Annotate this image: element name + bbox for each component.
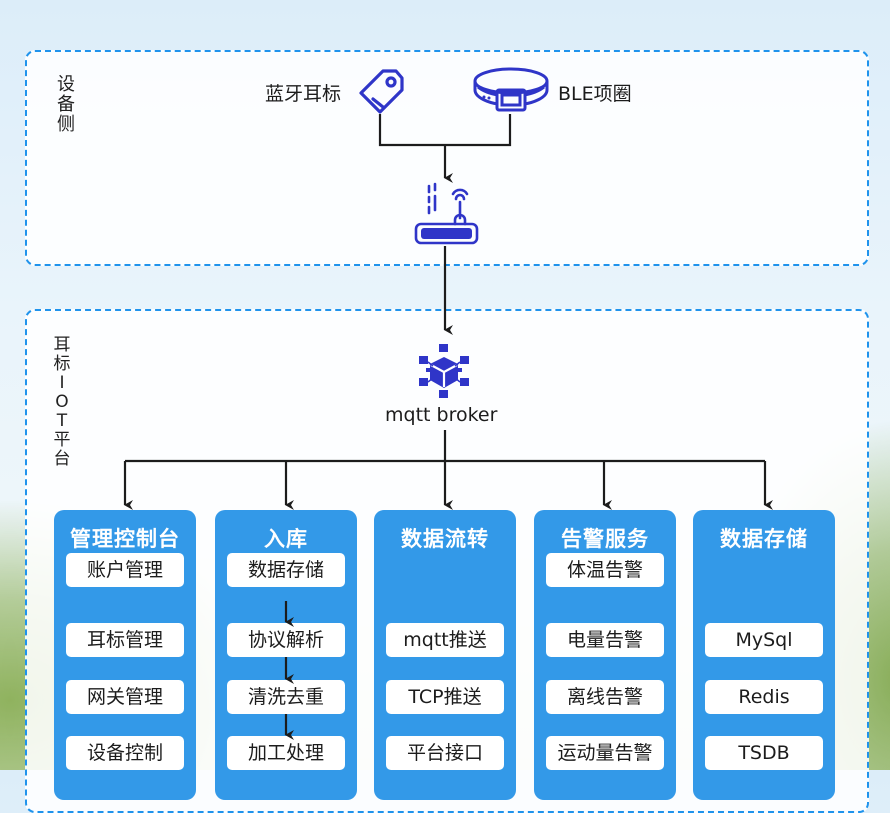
tag-icon: [359, 69, 404, 114]
label-char: T: [56, 411, 68, 431]
column-management-console: 管理控制台 耳标管理 网关管理 设备控制 账户管理: [54, 510, 196, 800]
device-side-label: 设 备 侧: [56, 75, 76, 135]
mqtt-broker-label: mqtt broker: [385, 404, 498, 426]
column-title: 管理控制台: [70, 527, 180, 551]
connector-lines: [123, 114, 773, 739]
label-char: 台: [53, 449, 71, 469]
service-item: 清洗去重: [227, 680, 345, 714]
service-item: mqtt推送: [386, 623, 504, 657]
label-char: 侧: [57, 114, 75, 135]
service-item: TSDB: [705, 736, 823, 770]
label-char: 标: [53, 354, 71, 374]
service-item: 运动量告警: [546, 736, 664, 770]
label-char: O: [55, 392, 69, 412]
label-char: 设: [57, 74, 75, 95]
ear-tag-label: 蓝牙耳标: [265, 83, 342, 105]
service-item: 离线告警: [546, 680, 664, 714]
service-item: 电量告警: [546, 623, 664, 657]
ble-collar-label: BLE项圈: [558, 83, 632, 105]
gateway-router-icon: [414, 182, 479, 245]
tag-to-gateway-line: [378, 114, 512, 147]
service-item: 数据存储: [227, 553, 345, 587]
service-item: 账户管理: [66, 553, 184, 587]
service-item: MySql: [705, 623, 823, 657]
column-data-storage: 数据存储 MySql Redis TSDB: [693, 510, 835, 800]
column-alarm-service: 告警服务 电量告警 离线告警 运动量告警 体温告警: [534, 510, 676, 800]
column-title: 入库: [264, 527, 308, 551]
service-item: 协议解析: [227, 623, 345, 657]
column-ingest: 入库 协议解析 清洗去重 加工处理 数据存储: [215, 510, 357, 800]
service-item: 耳标管理: [66, 623, 184, 657]
service-item: 加工处理: [227, 736, 345, 770]
service-item: 设备控制: [66, 736, 184, 770]
label-char: I: [59, 373, 65, 393]
column-title: 数据存储: [720, 527, 808, 551]
service-item: 平台接口: [386, 736, 504, 770]
iot-platform-label: 耳 标 I O T 平 台: [52, 336, 72, 469]
column-title: 告警服务: [561, 527, 649, 551]
mqtt-broker-cube-icon: [419, 344, 469, 398]
column-data-flow: 数据流转 mqtt推送 TCP推送 平台接口: [374, 510, 516, 800]
label-char: 备: [57, 94, 75, 115]
collar-icon: [473, 67, 549, 112]
service-item: Redis: [705, 680, 823, 714]
column-title: 数据流转: [401, 527, 489, 551]
label-char: 平: [53, 430, 71, 450]
label-char: 耳: [53, 335, 71, 355]
service-item: 网关管理: [66, 680, 184, 714]
service-item: 体温告警: [546, 553, 664, 587]
service-item: TCP推送: [386, 680, 504, 714]
